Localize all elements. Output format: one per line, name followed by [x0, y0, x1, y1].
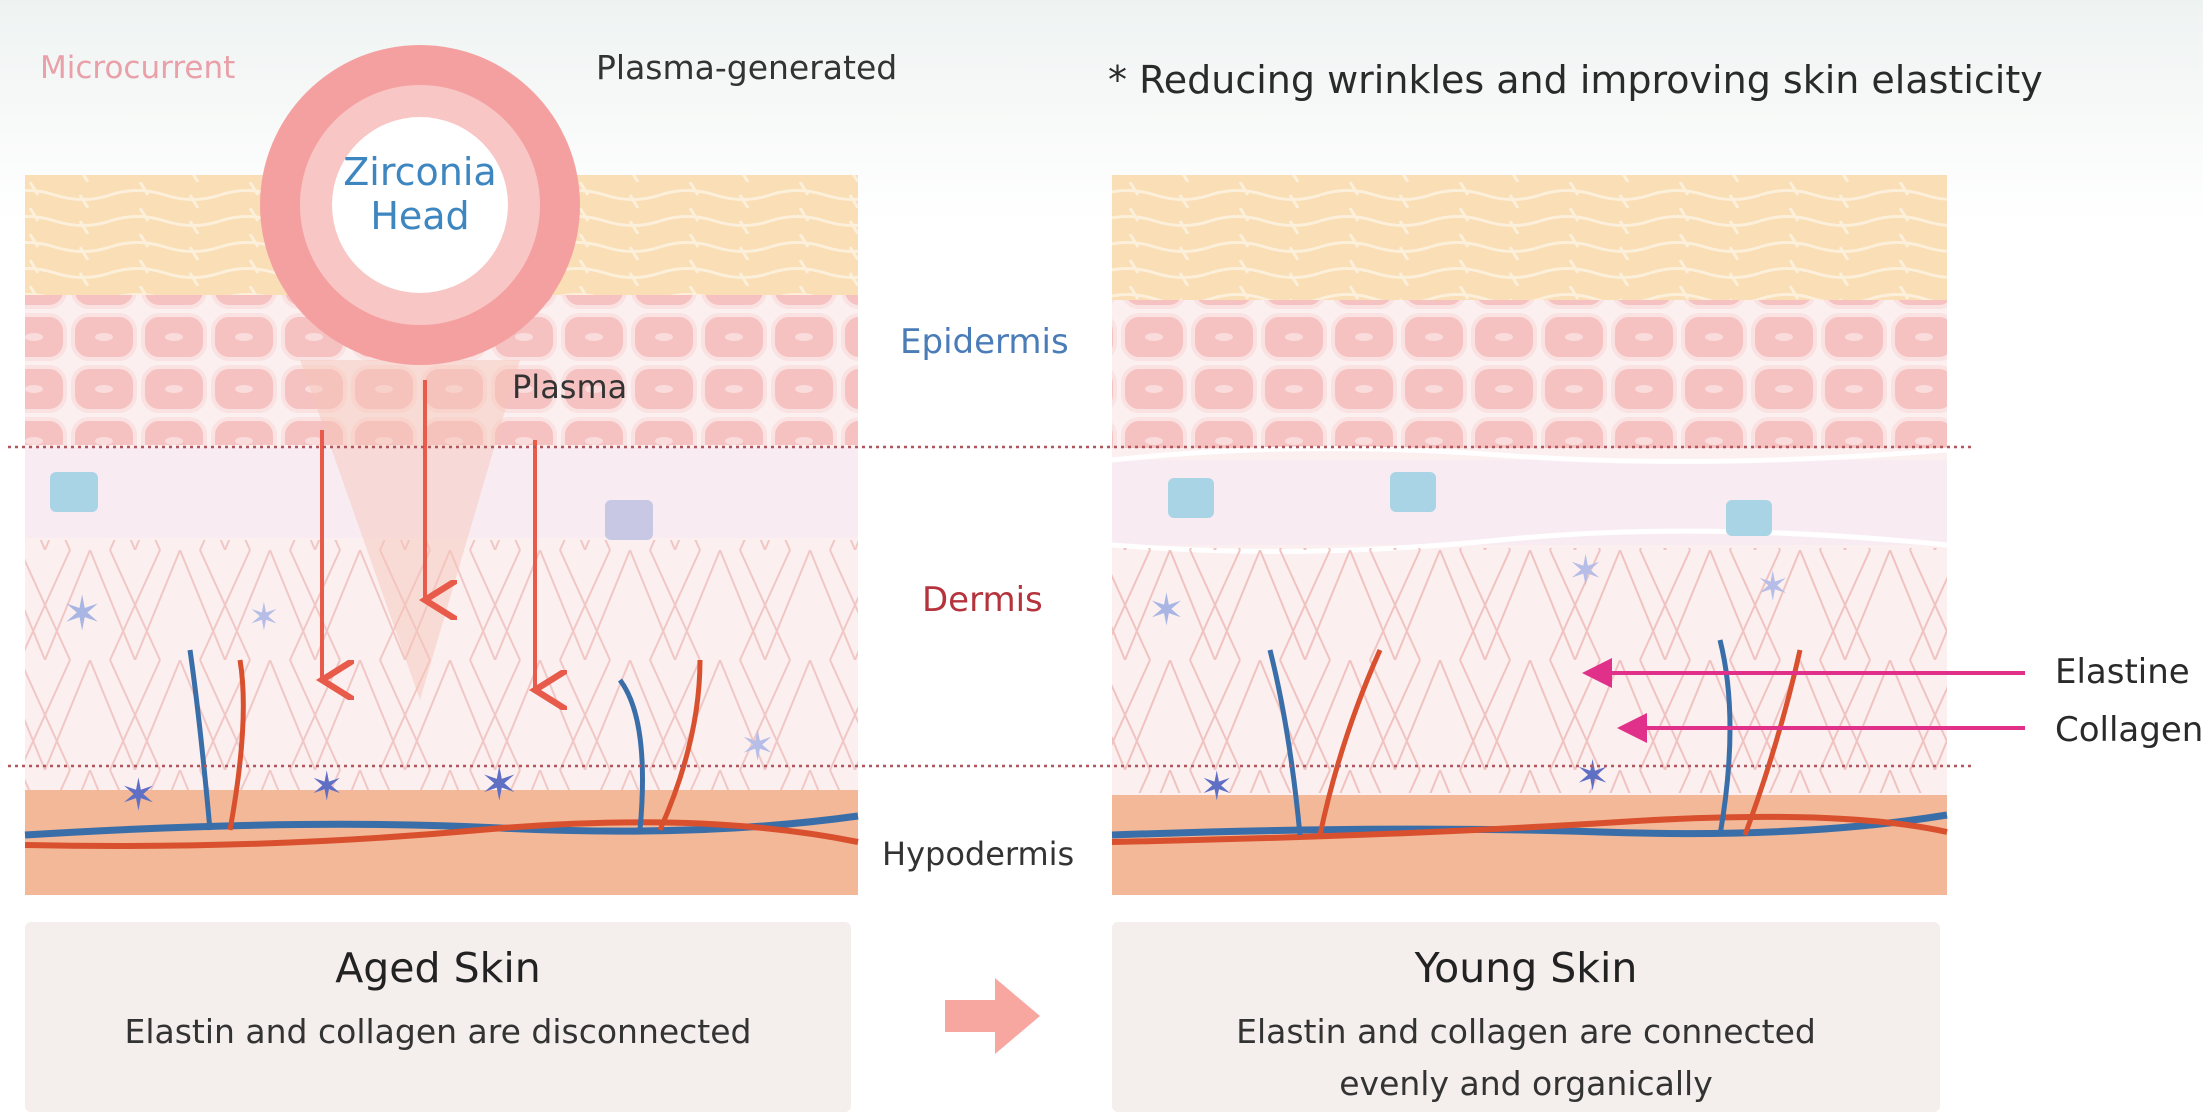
svg-text:✶: ✶ — [1200, 764, 1234, 810]
svg-text:✶: ✶ — [740, 721, 775, 770]
hypodermis-label: Hypodermis — [882, 835, 1074, 873]
young-skin-subtitle-line1: Elastin and collagen are connected — [1112, 1006, 1940, 1058]
zirconia-head-label: Zirconia Head — [315, 150, 525, 238]
benefit-note: * Reducing wrinkles and improving skin e… — [1108, 58, 2043, 102]
young-skin-panel: ✶ ✶ ✶ ✶ ✶ — [1112, 175, 1947, 895]
svg-text:✶: ✶ — [248, 595, 280, 639]
plasma-generated-label: Plasma-generated — [596, 48, 897, 87]
aged-skin-subtitle: Elastin and collagen are disconnected — [25, 1006, 851, 1058]
svg-text:✶: ✶ — [1148, 585, 1185, 636]
transition-arrow-icon — [945, 978, 1040, 1054]
zirconia-line2: Head — [315, 194, 525, 238]
dermis-label: Dermis — [922, 580, 1043, 620]
elastine-label: Elastine — [2055, 652, 2190, 692]
aged-skin-card: Aged Skin Elastin and collagen are disco… — [25, 922, 851, 1112]
svg-text:✶: ✶ — [1756, 564, 1790, 610]
svg-text:✶: ✶ — [310, 764, 344, 810]
young-skin-title: Young Skin — [1112, 944, 1940, 992]
svg-text:✶: ✶ — [120, 770, 157, 821]
microcurrent-label: Microcurrent — [40, 50, 235, 86]
plasma-label: Plasma — [512, 368, 627, 406]
young-skin-card: Young Skin Elastin and collagen are conn… — [1112, 922, 1940, 1112]
aged-skin-title: Aged Skin — [25, 944, 851, 992]
svg-text:✶: ✶ — [1575, 751, 1610, 800]
zirconia-line1: Zirconia — [315, 150, 525, 194]
epidermis-label: Epidermis — [900, 322, 1069, 362]
svg-text:✶: ✶ — [62, 586, 102, 642]
collagen-label: Collagen — [2055, 710, 2203, 750]
young-skin-subtitle-line2: evenly and organically — [1112, 1058, 1940, 1110]
svg-text:✶: ✶ — [1568, 546, 1603, 595]
